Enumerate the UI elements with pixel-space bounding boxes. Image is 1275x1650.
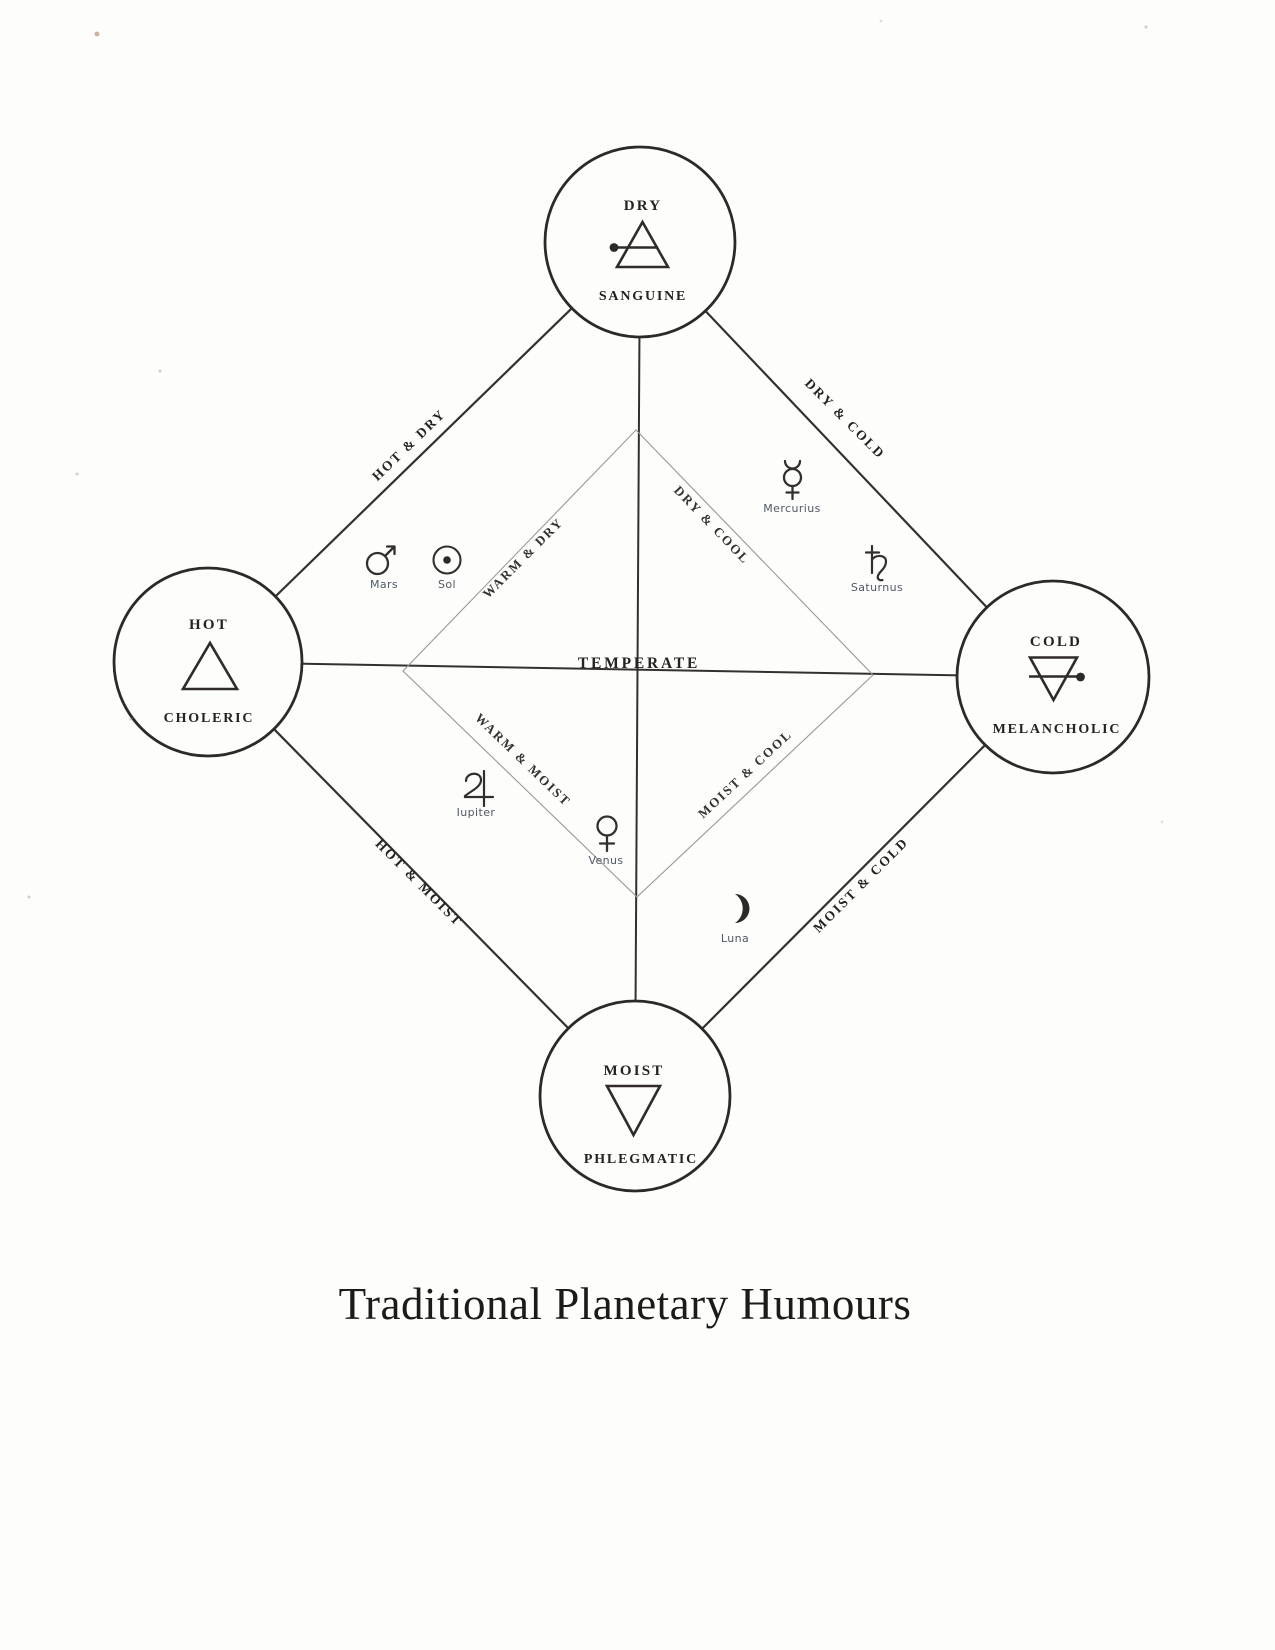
right-humour-label: MELANCHOLIC [993, 722, 1122, 737]
inner-label-dry-cool: DRY & COOL [671, 483, 753, 567]
node-circle-top [543, 145, 737, 339]
inner-label-warm-dry: WARM & DRY [479, 514, 566, 601]
diagram-title: Traditional Planetary Humours [338, 1279, 912, 1329]
temperate-label: TEMPERATE [578, 655, 700, 672]
sol-icon [432, 545, 462, 575]
luna-icon [735, 894, 750, 923]
edge-label-hot-dry: HOT & DRY [369, 406, 449, 484]
jupiter-icon [463, 769, 495, 808]
edge-line-top-left [207, 241, 641, 663]
mercury-icon [782, 459, 803, 501]
edge-label-dry-cold: DRY & COLD [802, 376, 888, 462]
mars-icon [365, 545, 396, 576]
horizontal-axis-line [207, 661, 1054, 678]
inner-label-warm-moist: WARM & MOIST [472, 710, 574, 809]
left-quality-label: HOT [189, 617, 229, 633]
inner-diamond-outline [402, 429, 874, 898]
bottom-quality-label: MOIST [603, 1063, 664, 1079]
edge-line-bottom-right [634, 676, 1054, 1097]
node-circle-bottom [538, 999, 732, 1193]
mars-label: Mars [370, 578, 398, 591]
edge-line-top-right [639, 241, 1054, 678]
top-quality-label: DRY [624, 198, 663, 214]
fire-icon [180, 640, 240, 691]
right-quality-label: COLD [1030, 634, 1082, 650]
saturn-icon [864, 544, 888, 582]
earth-icon [1027, 656, 1085, 703]
edge-label-hot-moist: HOT & MOIST [373, 836, 466, 929]
outer-edge-lines [207, 241, 1054, 1097]
venus-label: Venus [588, 854, 623, 867]
edge-line-bottom-left [207, 661, 636, 1097]
sol-label: Sol [438, 578, 456, 591]
bottom-humour-label: PHLEGMATIC [584, 1152, 698, 1167]
top-humour-label: SANGUINE [599, 289, 687, 304]
node-circle-left [112, 566, 304, 758]
inner-label-moist-cool: MOIST & COOL [695, 726, 795, 821]
saturnus-label: Saturnus [851, 581, 903, 594]
scan-specks [27, 19, 1164, 899]
left-humour-label: CHOLERIC [164, 711, 255, 726]
mercurius-label: Mercurius [763, 502, 820, 515]
water-icon [604, 1084, 663, 1138]
luna-label: Luna [721, 932, 749, 945]
iupiter-label: Iupiter [457, 806, 496, 819]
edge-label-moist-cold: MOIST & COLD [810, 834, 911, 935]
venus-icon [596, 815, 618, 853]
air-icon [609, 219, 671, 269]
